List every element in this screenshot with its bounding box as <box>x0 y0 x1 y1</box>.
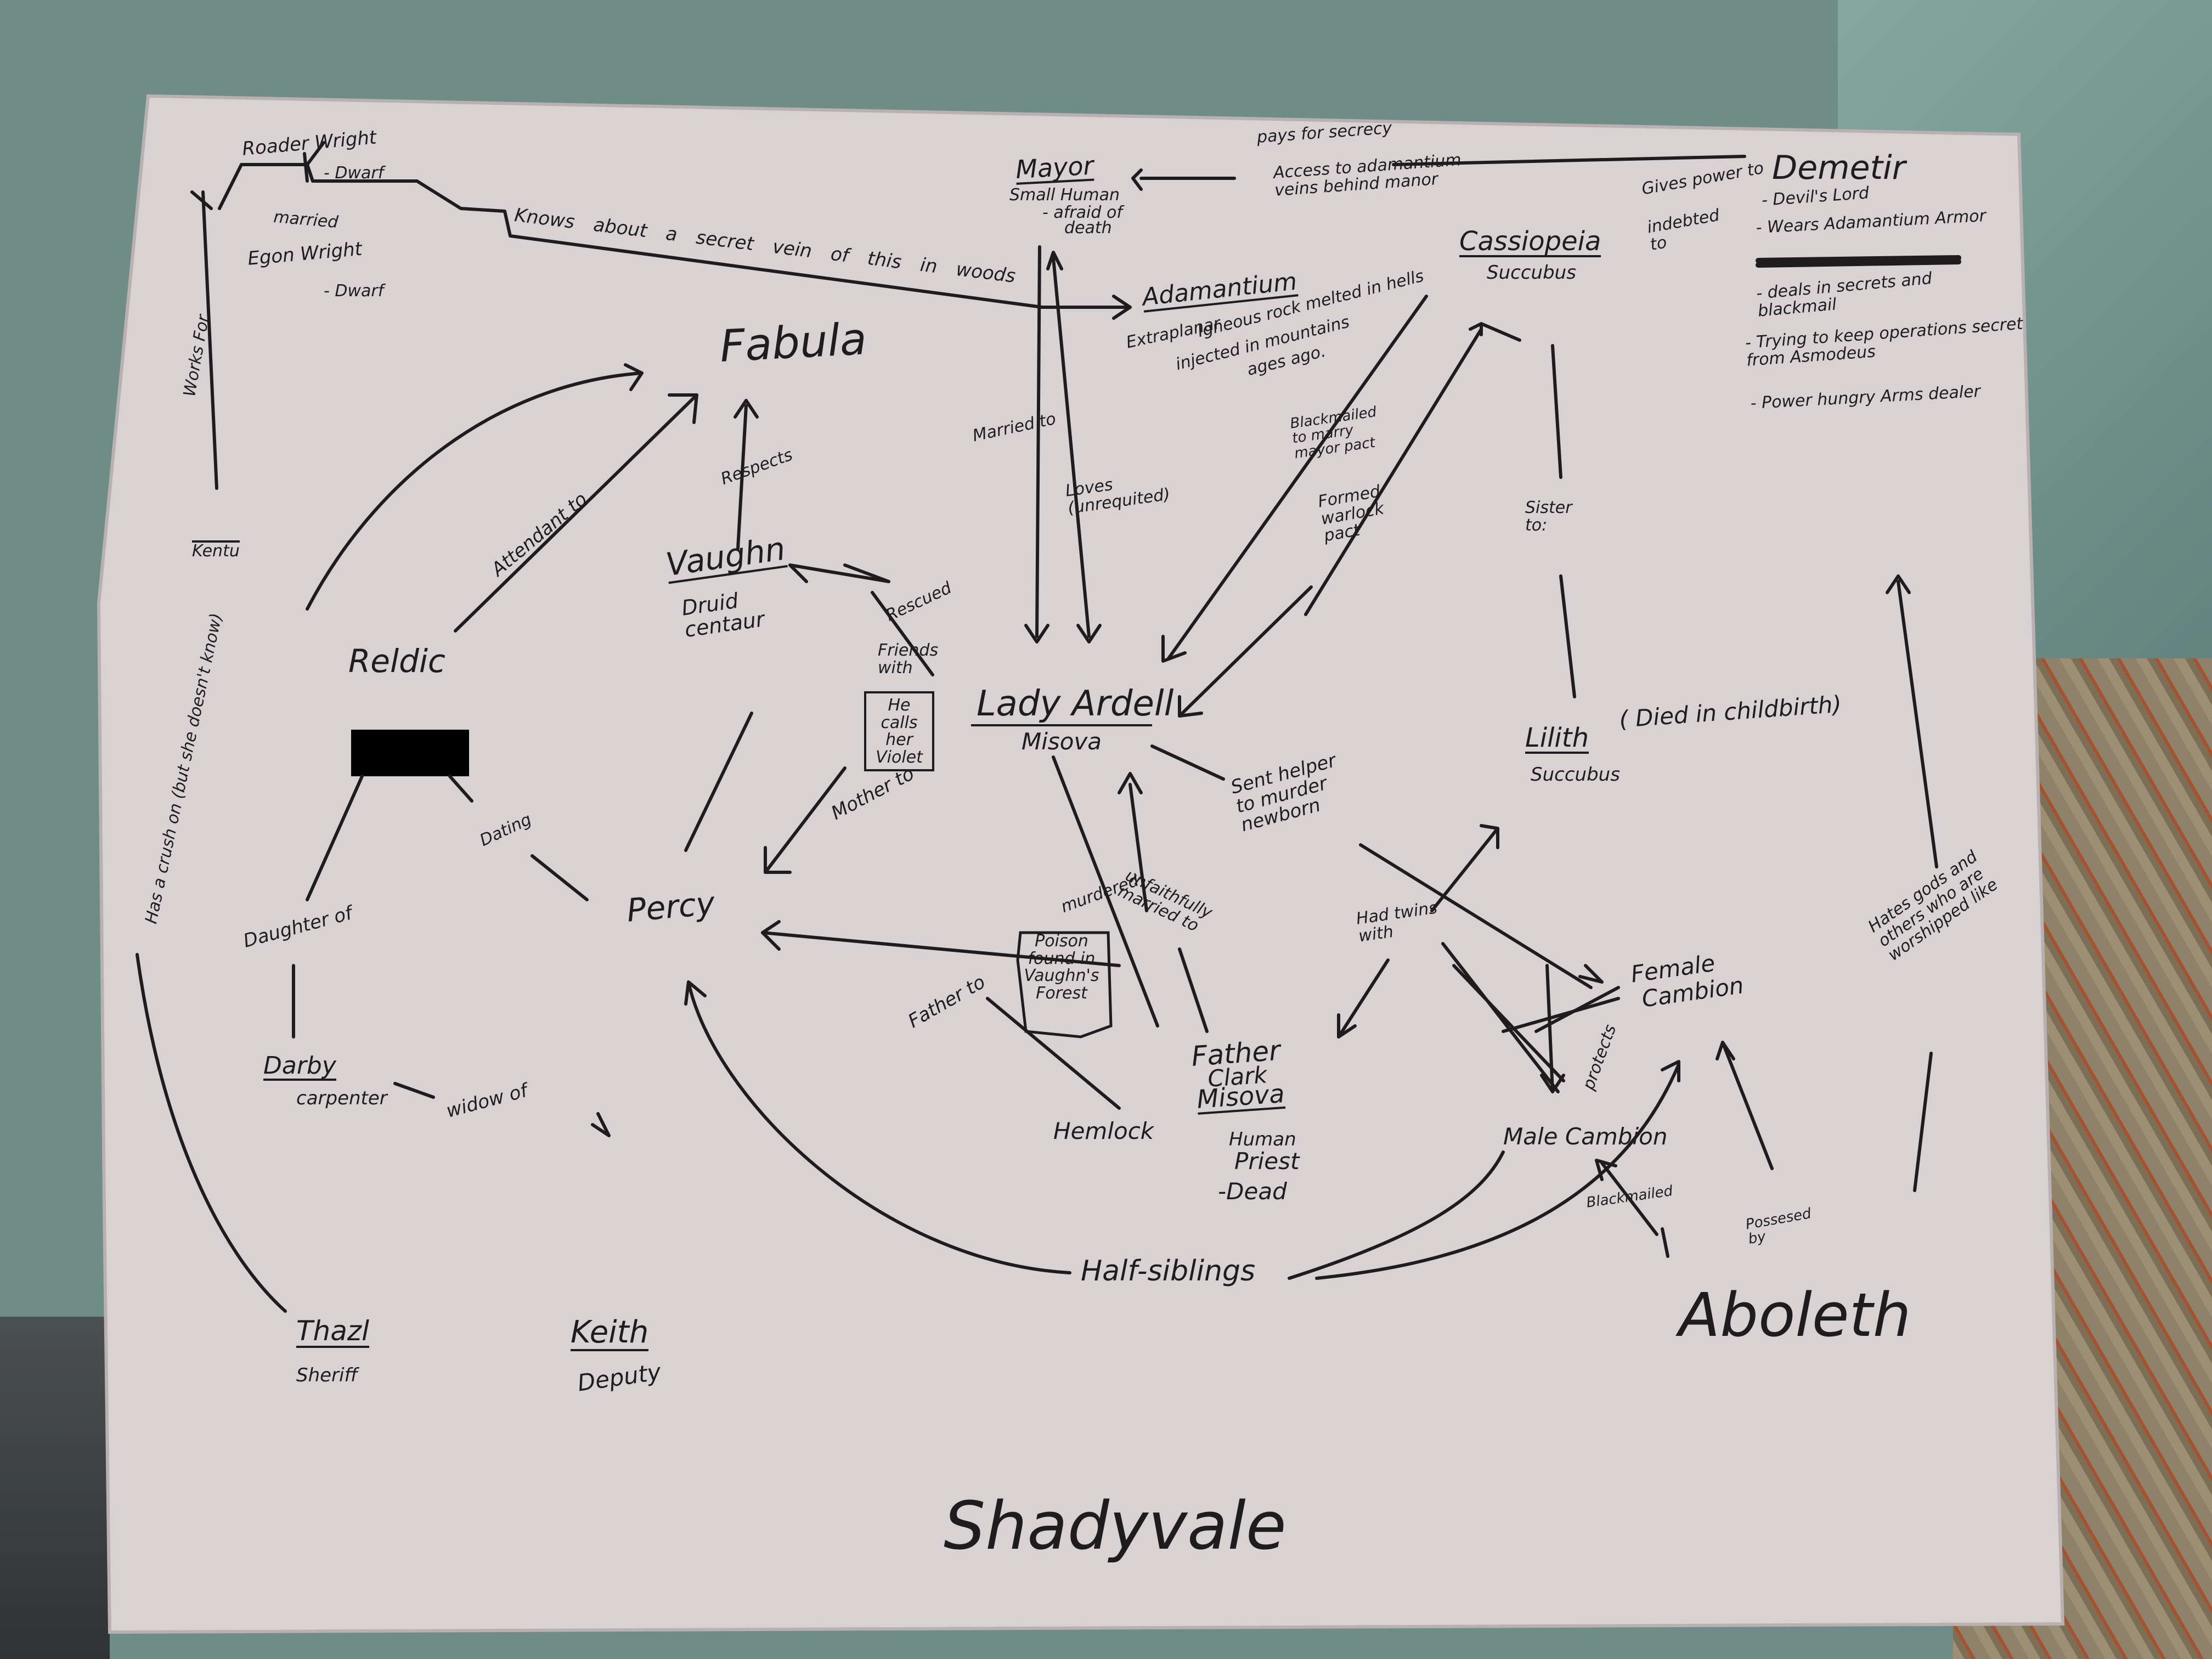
node-egon-desc: - Dwarf <box>324 281 384 301</box>
node-lady-ardell-surname: Misova <box>971 724 1152 754</box>
strikethrough-scribble <box>1756 255 1961 268</box>
board-title: Shadyvale <box>944 1488 1286 1565</box>
connector-lines <box>136 141 1938 1313</box>
node-lilith-desc: Succubus <box>1531 764 1620 786</box>
node-keith: Keith <box>571 1314 649 1351</box>
node-aboleth: Aboleth <box>1679 1280 1911 1350</box>
edge-half-siblings: Half-siblings <box>1081 1255 1256 1288</box>
edge-friends-with: Friends with <box>878 641 939 678</box>
node-darby: Darby <box>263 1053 336 1081</box>
node-lady-ardell: Lady Ardell <box>977 684 1174 724</box>
node-thazl: Thazl <box>296 1315 370 1348</box>
node-reldic: Reldic <box>348 642 445 680</box>
node-kentu: Kentu <box>192 540 240 561</box>
poison-box-outline <box>1016 931 1113 1039</box>
node-mayor-desc1: Small Human <box>1009 185 1120 205</box>
node-father-clark-desc2: Priest <box>1234 1148 1300 1175</box>
node-hemlock: Hemlock <box>1053 1118 1154 1144</box>
node-father-clark-desc3: -Dead <box>1218 1178 1287 1205</box>
node-cassiopeia: Cassiopeia <box>1459 226 1601 258</box>
node-demetir: Demetir <box>1772 149 1906 187</box>
node-father-clark-desc1: Human <box>1229 1128 1296 1150</box>
node-mayor-desc2: - afraid of <box>1042 203 1122 222</box>
violet-box: He calls her Violet <box>864 691 934 771</box>
node-mayor-desc3: death <box>1064 218 1112 238</box>
node-thazl-desc: Sheriff <box>296 1364 358 1386</box>
floor-shadow <box>0 1317 110 1659</box>
node-mayor: Mayor <box>1014 150 1094 185</box>
node-lilith: Lilith <box>1525 723 1589 754</box>
node-cassiopeia-desc: Succubus <box>1487 262 1576 284</box>
node-darby-desc: carpenter <box>296 1087 387 1109</box>
edge-sister-to: Sister to: <box>1525 498 1572 535</box>
node-male-cambion: Male Cambion <box>1503 1123 1668 1150</box>
poison-box: Poison found in Vaughn's Forest <box>1024 932 1099 1003</box>
node-fabula: Fabula <box>718 313 868 372</box>
node-father-clark-line3: Misova <box>1195 1078 1286 1115</box>
node-percy: Percy <box>625 884 716 929</box>
node-roader-desc: - Dwarf <box>324 163 384 183</box>
